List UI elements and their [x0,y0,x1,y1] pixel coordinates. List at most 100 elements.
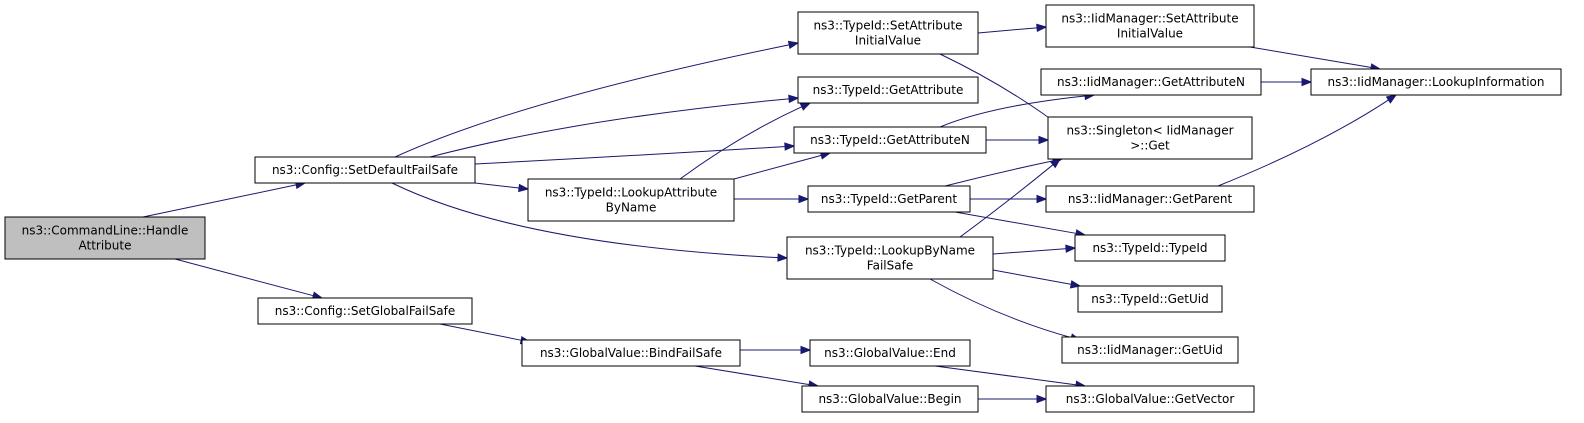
edge-line [474,145,787,165]
node-box [1047,116,1253,160]
node-box [797,11,979,55]
node-box [1040,68,1262,96]
arrowhead-icon [1036,194,1048,204]
edge-line [944,160,1055,187]
edge-line [679,105,803,180]
node-box [793,126,987,154]
node-box [786,236,994,280]
node-label: ns3::TypeId::LookupByName [805,244,975,258]
edge-lookup_by_name_failsafe-to-type_id [992,244,1077,255]
node-get-uid[interactable]: ns3::TypeId::GetUid [1077,285,1223,313]
node-box [801,385,979,413]
node-box [1074,234,1226,262]
node-type-id[interactable]: ns3::TypeId::TypeId [1074,234,1226,262]
node-label: ByName [606,201,657,215]
node-gv-get-vector[interactable]: ns3::GlobalValue::GetVector [1045,385,1255,413]
arrowhead-icon [788,94,800,104]
edge-set_attribute_initial_value-to-iid_set_attribute_initial_value [977,23,1048,34]
arrowhead-icon [1049,158,1062,169]
edge-line [939,95,1087,128]
node-label: ns3::IidManager::GetAttributeN [1057,75,1245,89]
edge-line [142,184,298,218]
edges-layer [142,23,1398,404]
edge-line [694,365,811,386]
edge-gv_end-to-gv_get_vector [934,365,1087,389]
node-label: ns3::TypeId::GetAttributeN [810,133,970,147]
edge-line [1249,46,1373,69]
node-set-default-failsafe[interactable]: ns3::Config::SetDefaultFailSafe [254,156,476,184]
node-box [1310,68,1562,96]
edge-line [954,211,1078,235]
arrowhead-icon [787,40,800,50]
arrowhead-icon [1036,394,1048,404]
node-bind-failsafe[interactable]: ns3::GlobalValue::BindFailSafe [521,339,741,367]
edge-line [174,258,315,297]
edge-iid_get_attribute_n-to-iid_lookup_information [1261,77,1313,87]
nodes-layer: ns3::CommandLine::HandleAttributens3::Co… [4,4,1562,413]
node-box [797,76,979,104]
arrowhead-icon [1036,23,1048,33]
node-iid-set-attribute-initial-value[interactable]: ns3::IidManager::SetAttributeInitialValu… [1045,4,1255,48]
edge-line [959,163,1055,238]
node-iid-get-parent[interactable]: ns3::IidManager::GetParent [1045,185,1255,213]
node-get-parent[interactable]: ns3::TypeId::GetParent [807,185,971,213]
node-label: InitialValue [855,34,921,48]
edge-set_default_failsafe-to-get_attribute [429,94,800,158]
node-iid-lookup-information[interactable]: ns3::IidManager::LookupInformation [1310,68,1562,96]
edge-line [439,323,523,341]
edge-iid_get_parent-to-iid_lookup_information [1217,94,1398,187]
edge-line [977,27,1039,34]
node-label: InitialValue [1117,27,1183,41]
node-get-attribute-n[interactable]: ns3::TypeId::GetAttributeN [793,126,987,154]
edge-lookup_by_name_failsafe-to-iid_get_uid [929,278,1082,342]
node-label: >::Get [1130,139,1170,153]
node-singleton-get[interactable]: ns3::Singleton< IidManager>::Get [1047,116,1253,160]
edge-line [474,182,521,189]
node-label: Attribute [79,239,132,253]
arrowhead-icon [1065,244,1077,253]
edge-set_default_failsafe-to-set_attribute_initial_value [394,40,800,158]
node-box [257,297,473,325]
edge-lookup_by_name_failsafe-to-get_uid [992,269,1082,289]
edge-line [929,278,1073,339]
node-box [4,216,206,260]
arrowhead-icon [1038,135,1050,145]
edge-iid_set_attribute_initial_value-to-iid_lookup_information [1249,46,1382,72]
node-box [807,185,971,213]
edge-handle_attribute-to-set_global_failsafe [174,258,324,300]
node-iid-get-attribute-n[interactable]: ns3::IidManager::GetAttributeN [1040,68,1262,96]
node-box [254,156,476,184]
edge-gv_begin-to-gv_get_vector [978,394,1048,404]
node-box [1045,185,1255,213]
edge-line [992,269,1073,286]
node-get-attribute[interactable]: ns3::TypeId::GetAttribute [797,76,979,104]
node-gv-end[interactable]: ns3::GlobalValue::End [809,339,971,367]
edge-lookup_attribute_by_name-to-get_attribute_n [733,151,832,180]
node-set-global-failsafe[interactable]: ns3::Config::SetGlobalFailSafe [257,297,473,325]
edge-line [429,98,791,158]
node-label: ns3::GlobalValue::Begin [818,392,961,406]
node-label: ns3::Config::SetGlobalFailSafe [275,304,456,318]
node-label: ns3::CommandLine::Handle [22,224,189,238]
node-gv-begin[interactable]: ns3::GlobalValue::Begin [801,385,979,413]
edge-line [394,44,791,158]
arrowhead-icon [799,102,812,111]
edge-line [1217,98,1390,187]
node-iid-get-uid[interactable]: ns3::IidManager::GetUid [1061,336,1239,364]
edge-line [391,182,780,259]
node-box [809,339,971,367]
edge-set_default_failsafe-to-get_attribute_n [474,142,796,165]
edge-get_parent-to-iid_get_parent [970,194,1048,204]
edge-bind_failsafe-to-gv_end [740,345,812,355]
arrowhead-icon [1301,77,1313,87]
node-label: ns3::GlobalValue::BindFailSafe [540,346,722,360]
edge-bind_failsafe-to-gv_begin [694,365,820,389]
node-label: ns3::TypeId::GetAttribute [813,83,964,97]
node-label: ns3::TypeId::GetUid [1091,292,1209,306]
edge-set_default_failsafe-to-lookup_attribute_by_name [474,182,530,193]
arrowhead-icon [798,194,810,204]
